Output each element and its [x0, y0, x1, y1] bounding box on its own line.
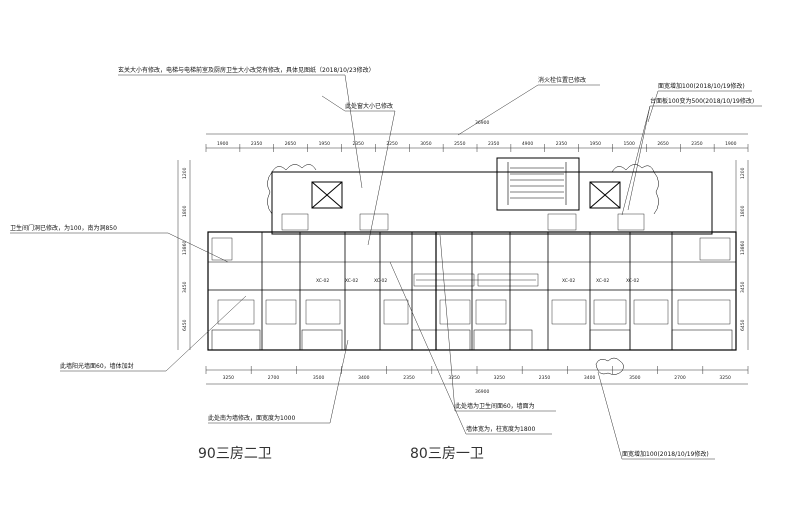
bottom-dimension: 3250 2700 3500 3400 2350 3250 3250 2350 3400 3500… — [205, 366, 749, 395]
left-dim-label: 6450 — [182, 319, 188, 331]
dimensions.top_row-dim-label: 1900 — [725, 141, 737, 147]
dimensions.bottom_row-dim-label: 3500 — [629, 375, 641, 381]
left-dim-label: 1800 — [182, 205, 188, 217]
dimensions.top_row-dim-label: 2350 — [488, 141, 500, 147]
right-note-1: 面宽增加100(2018/10/19修改) — [658, 82, 745, 90]
bathroom-door-note: 卫生间门洞已修改，为100，南为洞850 — [10, 224, 117, 232]
dimensions.top_row-dim-label: 2550 — [454, 141, 466, 147]
dimensions.bottom_row-dim-label: 3400 — [584, 375, 596, 381]
room-tag: XC-02 — [345, 278, 358, 284]
dimensions.top_row-dim-label: 2650 — [657, 141, 669, 147]
right-dim-label: 6450 — [740, 319, 746, 331]
dimensions.bottom_row-dim-label: 3500 — [313, 375, 325, 381]
unit-label-left: 90三房二卫 — [198, 446, 272, 462]
right-dimension: 1200 1800 13860 3450 6450 — [735, 160, 749, 350]
dimensions.bottom_row-dim-label: 2350 — [539, 375, 551, 381]
entrance-window-note: 此处窗大小已修改 — [345, 102, 393, 110]
room-tag: XC-02 — [596, 278, 609, 284]
dimensions.bottom_row-dim-label: 3400 — [358, 375, 370, 381]
left-dim-label: 3450 — [182, 281, 188, 293]
entrance-cabinet-note: 墙体宽为，柱宽度为1800 — [466, 425, 535, 433]
right-dim-label: 1800 — [740, 205, 746, 217]
dimensions.bottom_row-dim-label: 3250 — [494, 375, 506, 381]
party-wall-note: 此墙阳光墙面60，墙体加封 — [60, 362, 134, 370]
left-dimension: 1200 1800 13860 3450 6450 — [177, 160, 191, 350]
bottom-overall-dim: 36900 — [475, 389, 489, 395]
top-overall-dim: 36900 — [475, 120, 489, 126]
top-left-note: 玄关大小有修改，电梯与电梯前室及厨房卫生大小改党有修改，具体见图纸（2018/1… — [118, 66, 375, 74]
dimensions.top_row-dim-label: 2650 — [285, 141, 297, 147]
dimensions.top_row-dim-label: 2350 — [556, 141, 568, 147]
room-tags: XC-02 XC-02 XC-02 XC-02 XC-02 XC-02 — [316, 278, 639, 284]
dimensions.bottom_row-dim-label: 3250 — [448, 375, 460, 381]
dimensions.bottom_row-dim-label: 2700 — [268, 375, 280, 381]
top-dimension: 36900 1900 2350 2650 1950 2350 2250 3050 2550 23… — [205, 120, 749, 152]
dimensions.top_row-dim-label: 1900 — [217, 141, 229, 147]
shaft-position-note: 消火栓位置已修改 — [538, 76, 586, 84]
dimensions.top_row-dim-label: 2250 — [386, 141, 398, 147]
bottom-right-note: 面宽增加100(2018/10/19修改) — [622, 450, 709, 458]
dimensions.top_row-dim-label: 2350 — [691, 141, 703, 147]
left-dim-label: 13860 — [182, 241, 188, 255]
dimensions.top_row-dim-label: 1950 — [319, 141, 331, 147]
dimensions.bottom_row-dim-label: 2350 — [403, 375, 415, 381]
room-tag: XC-02 — [626, 278, 639, 284]
dimensions.bottom_row-dim-label: 3250 — [223, 375, 235, 381]
right-dim-label: 3450 — [740, 281, 746, 293]
dimensions.top_row-dim-label: 1950 — [590, 141, 602, 147]
dimensions.top_row-dim-label: 4900 — [522, 141, 534, 147]
dimensions.bottom_row-dim-label: 2700 — [674, 375, 686, 381]
dimensions.top_row-dim-label: 2350 — [251, 141, 263, 147]
lower-mid-note: 此处南为墙修改，面宽度为1000 — [208, 414, 295, 422]
dimensions.bottom_row-dim-label: 3250 — [719, 375, 731, 381]
dimensions.top_row-dim-label: 1500 — [623, 141, 635, 147]
unit-label-right: 80三房一卫 — [410, 446, 484, 462]
right-dim-label: 1200 — [740, 167, 746, 179]
right-note-2: 台面板100变为500(2018/10/19修改) — [650, 97, 754, 105]
room-tag: XC-02 — [374, 278, 387, 284]
bathroom-wall-note: 此处墙为卫生间面60，墙面为 — [455, 402, 535, 410]
dimensions.top_row-dim-label: 2350 — [352, 141, 364, 147]
left-dim-label: 1200 — [182, 167, 188, 179]
right-dim-label: 13860 — [740, 241, 746, 255]
room-tag: XC-02 — [562, 278, 575, 284]
room-tag: XC-02 — [316, 278, 329, 284]
dimensions.top_row-dim-label: 3050 — [420, 141, 432, 147]
building-plan — [207, 157, 737, 375]
